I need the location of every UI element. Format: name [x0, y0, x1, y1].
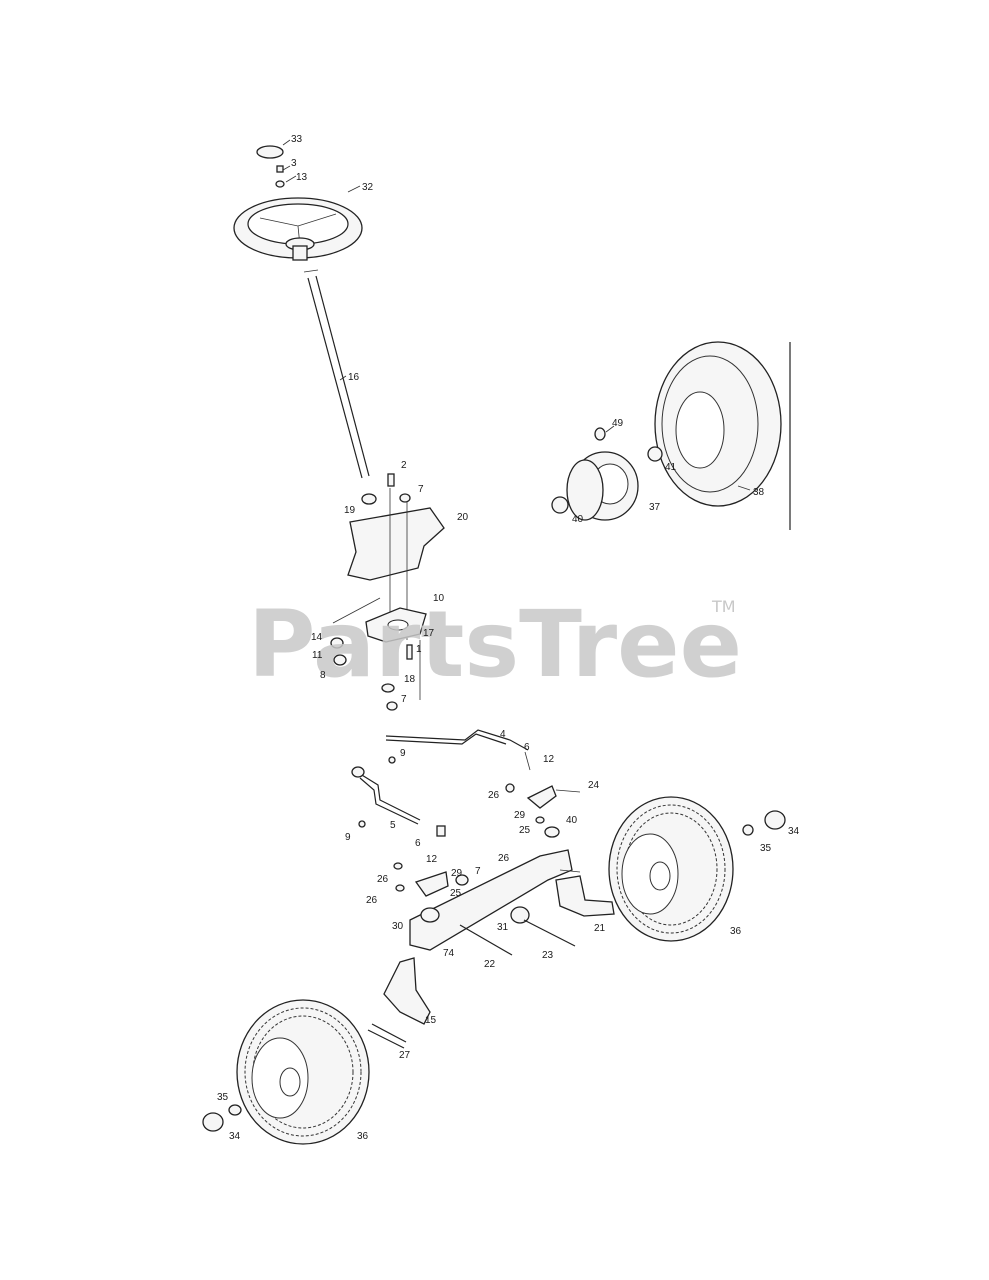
callout-36b[interactable]: 36 [357, 1131, 369, 1142]
callout-1[interactable]: 1 [416, 644, 422, 655]
steering-wheel-assembly [233, 145, 370, 479]
steering-screw[interactable] [276, 165, 284, 173]
callout-7a[interactable]: 7 [418, 484, 424, 495]
callout-9a[interactable]: 9 [400, 748, 406, 759]
callout-31[interactable]: 31 [497, 922, 509, 933]
callout-38[interactable]: 38 [753, 487, 765, 498]
callout-7c[interactable]: 7 [475, 866, 481, 877]
callout-33[interactable]: 33 [291, 134, 303, 145]
callout-3[interactable]: 3 [291, 158, 297, 169]
callout-10[interactable]: 10 [433, 593, 445, 604]
callout-34b[interactable]: 34 [229, 1131, 241, 1142]
callout-11[interactable]: 11 [312, 650, 323, 661]
callout-23[interactable]: 23 [542, 950, 554, 961]
callout-4[interactable]: 4 [500, 729, 506, 740]
front-left-wheel [202, 999, 370, 1145]
callout-2[interactable]: 2 [401, 460, 407, 471]
callout-30[interactable]: 30 [392, 921, 404, 932]
rear-wheel-assembly [551, 341, 791, 530]
drag-links [351, 729, 581, 886]
callout-6a[interactable]: 6 [524, 742, 530, 753]
callout-9b[interactable]: 9 [345, 832, 351, 843]
callout-12b[interactable]: 12 [426, 854, 438, 865]
callout-24[interactable]: 24 [588, 780, 600, 791]
callout-26a[interactable]: 26 [488, 790, 500, 801]
callout-41[interactable]: 41 [665, 462, 677, 473]
watermark: PartsTree TM [248, 591, 742, 698]
callout-19[interactable]: 19 [344, 505, 356, 516]
callout-74[interactable]: 74 [443, 948, 455, 959]
callout-26c[interactable]: 26 [377, 874, 389, 885]
watermark-brand: PartsTree [248, 591, 742, 698]
callout-20[interactable]: 20 [457, 512, 469, 523]
steering-plate[interactable] [347, 507, 445, 581]
callout-8[interactable]: 8 [320, 670, 326, 681]
steering-cap[interactable] [256, 145, 284, 159]
callout-25a[interactable]: 25 [519, 825, 531, 836]
callout-12a[interactable]: 12 [543, 754, 555, 765]
callout-21[interactable]: 21 [594, 923, 606, 934]
callout-40b[interactable]: 40 [566, 815, 578, 826]
callout-5[interactable]: 5 [390, 820, 396, 831]
callout-32[interactable]: 32 [362, 182, 374, 193]
callout-18[interactable]: 18 [404, 674, 416, 685]
right-spindle[interactable] [555, 875, 615, 917]
callout-15[interactable]: 15 [425, 1015, 437, 1026]
left-spindle[interactable] [383, 957, 431, 1025]
steering-bracket [330, 473, 445, 711]
watermark-trademark: TM [711, 597, 736, 616]
callout-35b[interactable]: 35 [217, 1092, 229, 1103]
callout-14[interactable]: 14 [311, 632, 323, 643]
callout-26b[interactable]: 26 [498, 853, 510, 864]
callout-34a[interactable]: 34 [788, 826, 800, 837]
callout-36a[interactable]: 36 [730, 926, 742, 937]
callout-17[interactable]: 17 [423, 628, 435, 639]
callout-26d[interactable]: 26 [366, 895, 378, 906]
axle-bushing[interactable] [510, 906, 530, 924]
leader-lines [282, 139, 751, 873]
callout-37[interactable]: 37 [649, 502, 661, 513]
callout-13[interactable]: 13 [296, 172, 308, 183]
front-axle [367, 849, 615, 1049]
callout-16[interactable]: 16 [348, 372, 360, 383]
callout-25b[interactable]: 25 [450, 888, 462, 899]
callout-35a[interactable]: 35 [760, 843, 772, 854]
callout-labels: 33 3 13 32 16 2 7 19 20 10 14 17 11 1 8 … [217, 134, 800, 1142]
callout-22[interactable]: 22 [484, 959, 496, 970]
callout-29b[interactable]: 29 [451, 868, 463, 879]
steering-washer[interactable] [275, 180, 285, 188]
front-right-wheel [608, 796, 786, 942]
callout-6b[interactable]: 6 [415, 838, 421, 849]
callout-49[interactable]: 49 [612, 418, 624, 429]
callout-7b[interactable]: 7 [401, 694, 407, 705]
callout-40a[interactable]: 40 [572, 514, 584, 525]
axle-beam[interactable] [409, 849, 573, 951]
callout-27[interactable]: 27 [399, 1050, 411, 1061]
callout-29a[interactable]: 29 [514, 810, 526, 821]
